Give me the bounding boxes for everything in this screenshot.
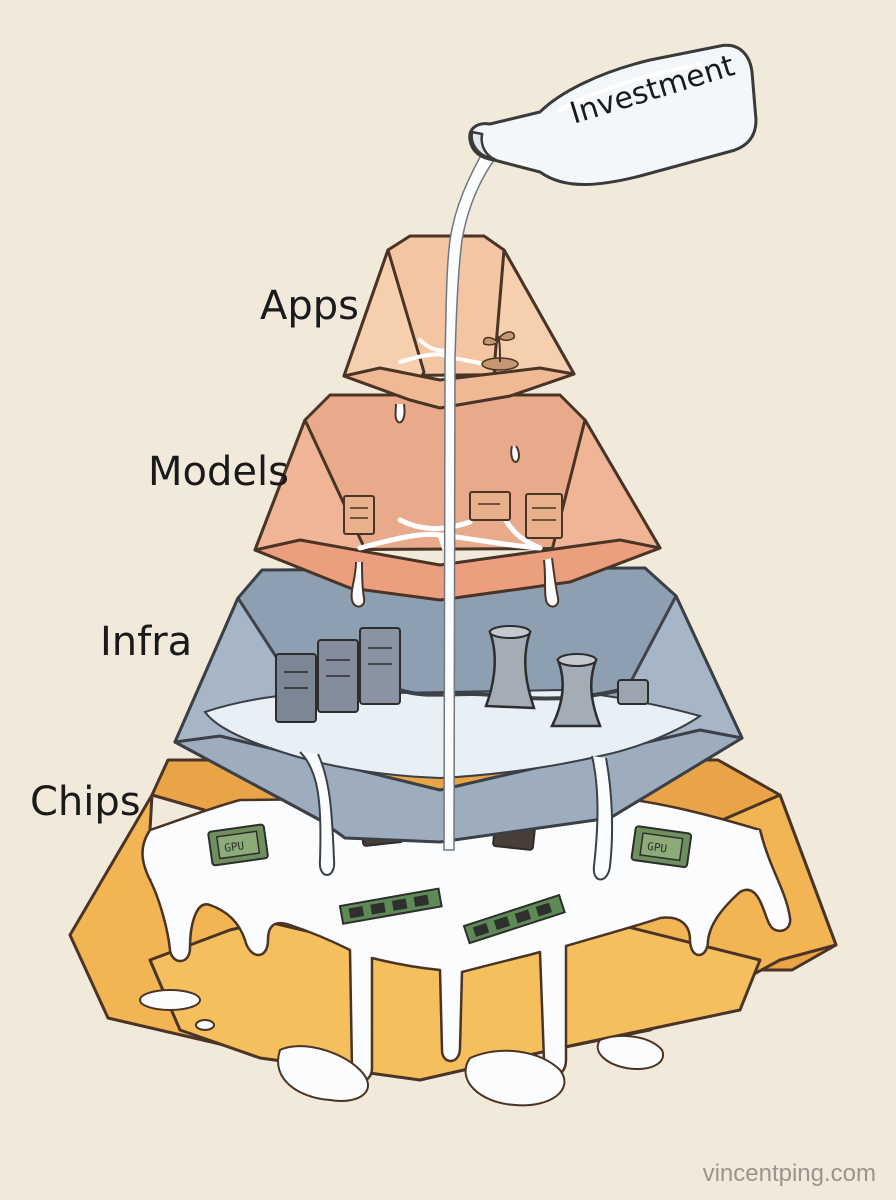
milk-puddle: [140, 990, 200, 1010]
gpu-chip-label: GPU: [224, 839, 245, 855]
apps-drip: [396, 404, 405, 422]
layer-label-models: Models: [148, 452, 289, 492]
layer-label-chips: Chips: [30, 782, 141, 822]
gpu-chip-label: GPU: [646, 840, 667, 856]
milk-puddle: [196, 1020, 214, 1030]
server-rack: [360, 628, 400, 704]
small-server: [526, 494, 562, 538]
apps-drip: [511, 446, 519, 462]
layer-label-apps: Apps: [260, 286, 359, 326]
gpu-chip-right: GPU: [631, 826, 691, 867]
layer-label-infra: Infra: [100, 622, 192, 662]
gpu-chip-left: GPU: [208, 824, 268, 865]
power-box: [618, 680, 648, 704]
watermark: vincentping.com: [703, 1160, 876, 1188]
small-server: [344, 496, 374, 534]
milk-puddle: [598, 1036, 663, 1069]
small-server: [470, 492, 510, 520]
